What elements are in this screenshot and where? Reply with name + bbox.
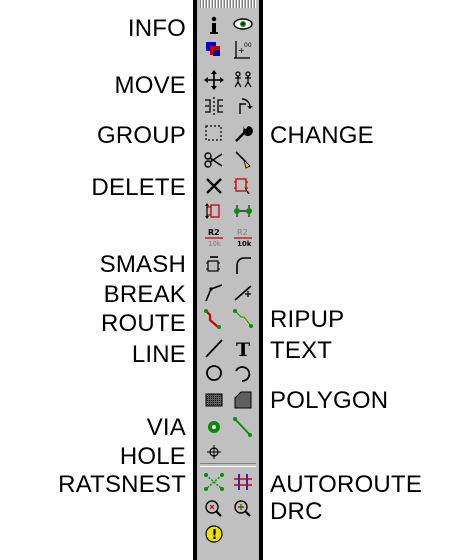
label-group: GROUP bbox=[96, 122, 186, 149]
name-r2-text: R2 bbox=[208, 228, 220, 237]
label-polygon: POLYGON bbox=[270, 387, 389, 414]
label-move: MOVE bbox=[114, 72, 186, 99]
rotate-icon[interactable] bbox=[230, 94, 256, 118]
errors-icon[interactable]: ! bbox=[201, 522, 227, 546]
label-info: INFO bbox=[127, 15, 186, 42]
add-part-icon[interactable] bbox=[230, 174, 256, 198]
ratsnest-icon[interactable] bbox=[201, 470, 227, 494]
toolbar-grip[interactable] bbox=[200, 0, 256, 8]
smash-icon[interactable] bbox=[201, 253, 227, 277]
svg-text:00: 00 bbox=[244, 42, 252, 49]
arc-icon[interactable] bbox=[230, 361, 256, 385]
label-hole: HOLE bbox=[119, 443, 186, 470]
change-wrench-icon[interactable] bbox=[230, 121, 256, 145]
label-autoroute: AUTOROUTE bbox=[270, 471, 423, 498]
label-ripup: RIPUP bbox=[270, 306, 345, 333]
ripup-icon[interactable] bbox=[230, 306, 256, 330]
erc-icon[interactable] bbox=[201, 496, 227, 520]
move-icon[interactable] bbox=[201, 68, 227, 92]
toolbar-separator bbox=[200, 463, 256, 467]
delete-icon[interactable] bbox=[201, 174, 227, 198]
drc-icon[interactable] bbox=[230, 496, 256, 520]
pinswap-icon[interactable] bbox=[201, 199, 227, 223]
cut-scissors-icon[interactable] bbox=[201, 148, 227, 172]
mark-origin-icon[interactable]: +00 bbox=[230, 38, 256, 62]
copy-icon[interactable] bbox=[230, 68, 256, 92]
circle-icon[interactable] bbox=[201, 361, 227, 385]
polygon-icon[interactable] bbox=[230, 388, 256, 412]
errors-glyph: ! bbox=[212, 528, 218, 543]
display-layers-icon[interactable] bbox=[201, 38, 227, 62]
label-drc: DRC bbox=[270, 498, 323, 525]
paste-icon[interactable] bbox=[230, 148, 256, 172]
label-smash: SMASH bbox=[99, 251, 186, 278]
rect-icon[interactable] bbox=[201, 388, 227, 412]
text-icon[interactable]: T bbox=[230, 336, 256, 360]
text-tool-glyph: T bbox=[236, 339, 250, 360]
toolbar-right-edge bbox=[259, 0, 263, 560]
value-r2-text: R2 bbox=[237, 228, 248, 237]
show-eye-icon[interactable] bbox=[230, 12, 256, 36]
via-icon[interactable] bbox=[201, 415, 227, 439]
toolbar-left-edge bbox=[193, 0, 197, 560]
autoroute-icon[interactable] bbox=[230, 470, 256, 494]
label-route: ROUTE bbox=[101, 310, 186, 337]
split-icon[interactable] bbox=[201, 280, 227, 304]
svg-text:+: + bbox=[238, 46, 245, 55]
label-change: CHANGE bbox=[270, 122, 374, 149]
signal-icon[interactable] bbox=[230, 415, 256, 439]
label-line: LINE bbox=[131, 341, 186, 368]
label-break: BREAK bbox=[103, 281, 186, 308]
label-via: VIA bbox=[146, 414, 186, 441]
info-icon[interactable] bbox=[201, 14, 227, 38]
hole-icon[interactable] bbox=[201, 440, 227, 464]
group-icon[interactable] bbox=[201, 121, 227, 145]
miter-icon[interactable] bbox=[230, 253, 256, 277]
label-ratsnest: RATSNEST bbox=[58, 471, 186, 498]
replace-icon[interactable] bbox=[230, 199, 256, 223]
optimize-icon[interactable] bbox=[230, 280, 256, 304]
line-icon[interactable] bbox=[201, 336, 227, 360]
name-10k-text: 10k bbox=[208, 240, 222, 248]
route-icon[interactable] bbox=[201, 306, 227, 330]
label-text: TEXT bbox=[270, 337, 333, 364]
mirror-icon[interactable] bbox=[201, 94, 227, 118]
value-10k-text: 10k bbox=[237, 240, 252, 248]
label-delete: DELETE bbox=[91, 174, 186, 201]
